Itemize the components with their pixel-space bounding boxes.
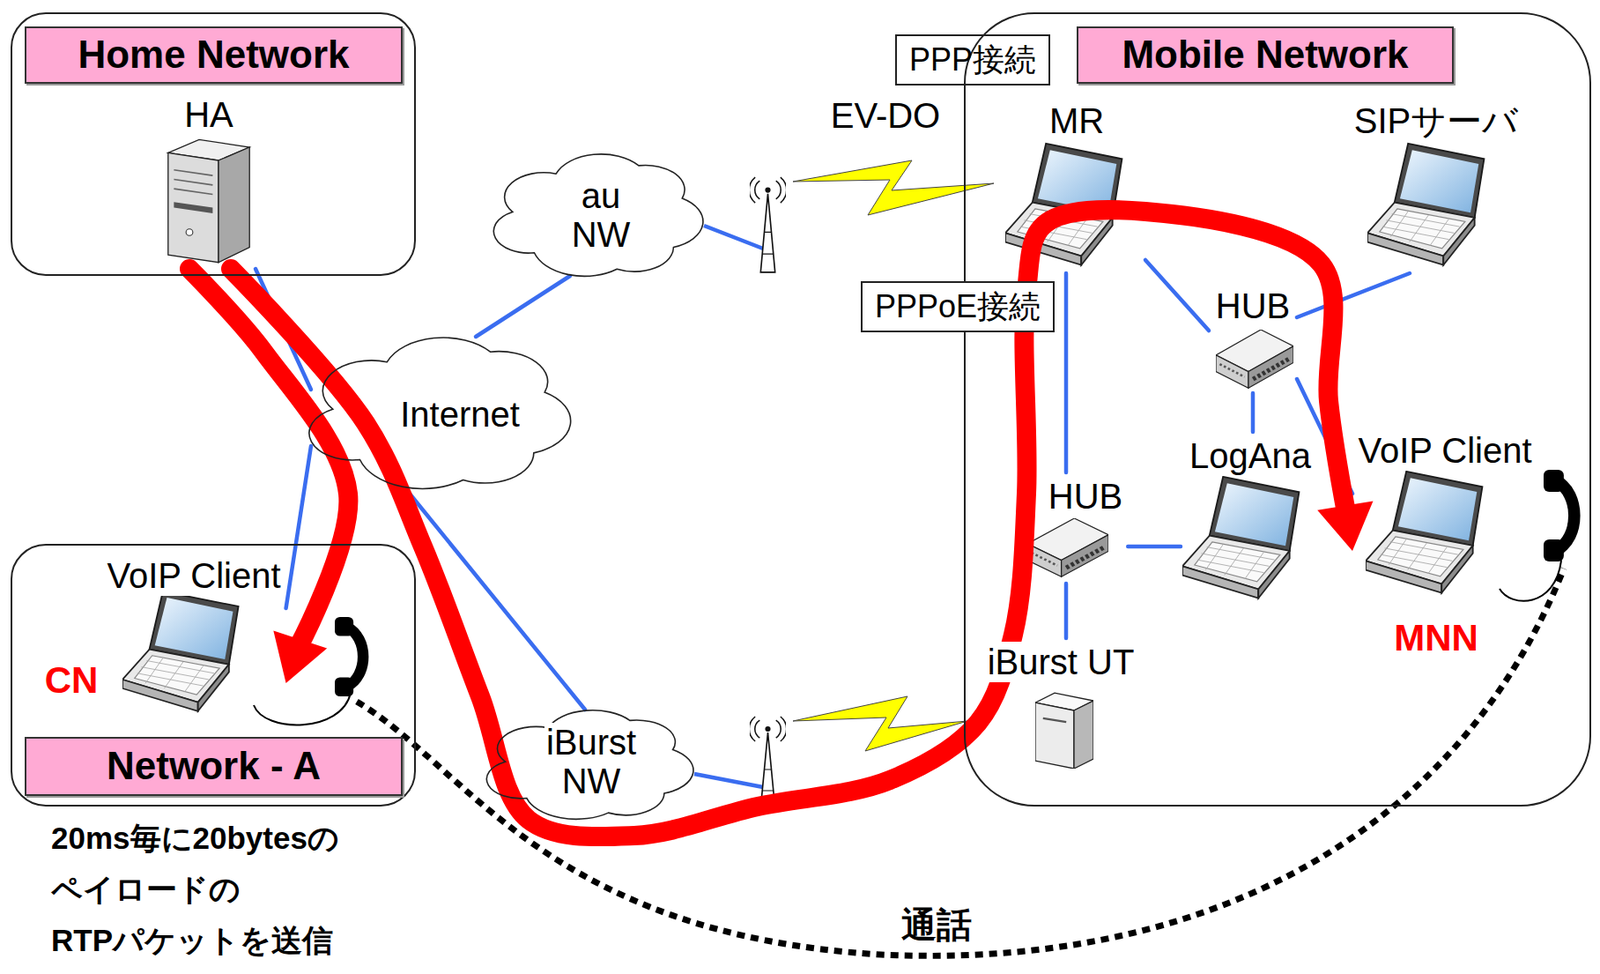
region-title: Network - A: [106, 743, 321, 789]
node-role-label: MNN: [1392, 616, 1481, 660]
network-link: [1251, 392, 1256, 432]
network-link: [1064, 583, 1069, 638]
hub-icon: [1027, 518, 1109, 577]
hub-icon: [1215, 329, 1294, 388]
device-node: LogAna: [1180, 431, 1322, 607]
antenna-icon: [748, 177, 786, 273]
device-node: VoIP ClientCN: [39, 551, 287, 719]
network-link: [405, 488, 586, 710]
connection-label: PPP接続: [909, 41, 1037, 78]
network-link: [286, 445, 312, 608]
cloud-label: iBurst NW: [544, 722, 638, 800]
label-holder: HUB: [1214, 285, 1292, 326]
label-holder: EV-DO: [829, 95, 942, 136]
label-holder: Internet: [398, 394, 522, 434]
region-title: Mobile Network: [1121, 32, 1408, 78]
label-holder: SIPサーバ: [1352, 100, 1520, 141]
device-label: VoIP Client: [104, 555, 282, 596]
label-holder: iBurst NW: [544, 722, 638, 800]
cloud-label: au NW: [570, 176, 633, 254]
network-link: [475, 275, 571, 337]
device-node: iBurst UT: [977, 637, 1144, 774]
label-holder: au NW: [570, 176, 633, 254]
device-label: iBurst UT: [985, 641, 1137, 682]
traffic-note: 20ms毎に20bytesの ペイロードの RTPパケットを送信: [49, 812, 341, 966]
label-holder: HA: [182, 94, 236, 135]
heading-band: Network - A: [24, 736, 403, 796]
label-holder: 通話: [899, 903, 974, 945]
label-holder: iBurst UT: [985, 641, 1137, 682]
label-holder: CN: [43, 659, 101, 702]
device-label: VoIP Client: [1355, 429, 1534, 471]
device-label: MR: [1047, 100, 1106, 141]
label-holder: HUB: [1046, 475, 1125, 517]
cloud-shape: [486, 710, 694, 820]
device-node: MR: [1000, 96, 1146, 274]
phone-cord: [1499, 560, 1562, 601]
antenna-link: [703, 225, 763, 249]
cloud-label: Internet: [398, 394, 522, 434]
label-holder: VoIP Client: [104, 555, 282, 596]
antenna-link: [694, 773, 763, 787]
cloud-shape: [493, 154, 704, 277]
phone-icon: [334, 616, 363, 697]
link-type-label: EV-DO: [829, 95, 942, 136]
server-icon: [168, 139, 250, 262]
call-label: 通話: [899, 903, 974, 945]
label-holder: 20ms毎に20bytesの ペイロードの RTPパケットを送信: [49, 812, 341, 966]
network-link: [1127, 544, 1181, 549]
node-role-label: CN: [43, 659, 101, 702]
call-dotted-curve: [356, 568, 1564, 956]
device-node: VoIP ClientMNN: [1352, 426, 1538, 663]
device-label: HA: [182, 94, 236, 135]
device-label: SIPサーバ: [1352, 100, 1520, 141]
laptop-icon: [1365, 471, 1482, 593]
network-link: [1145, 259, 1209, 331]
connection-box: PPPoE接続: [860, 281, 1055, 332]
network-cloud: iBurst NW: [488, 709, 695, 819]
label-holder: MNN: [1392, 616, 1481, 660]
phone-icon: [1543, 469, 1575, 562]
phone-cord: [253, 692, 351, 725]
device-node: SIPサーバ: [1348, 96, 1524, 274]
label-holder: MR: [1047, 100, 1106, 141]
laptop-icon: [122, 591, 239, 712]
connection-box: PPP接続: [895, 34, 1051, 85]
device-label: HUB: [1046, 475, 1125, 517]
label-holder: LogAna: [1187, 435, 1313, 476]
heading-band: Mobile Network: [1076, 26, 1454, 84]
heading-band: Home Network: [24, 26, 403, 84]
device-label: HUB: [1214, 285, 1292, 326]
label-holder: VoIP Client: [1355, 429, 1534, 471]
network-region: Network - A VoIP ClientCN: [10, 543, 416, 807]
network-link: [1064, 273, 1069, 473]
network-region: Mobile NetworkMR SIPサーバ HUB LogAna VoIP Clie…: [963, 12, 1592, 807]
arrowhead: [1317, 501, 1373, 551]
terminal-icon: [1035, 692, 1094, 769]
device-node: HUB: [1208, 281, 1297, 393]
network-cloud: Internet: [311, 336, 572, 489]
network-link: [1296, 273, 1410, 318]
device-label: LogAna: [1187, 435, 1313, 476]
laptop-icon: [1367, 143, 1484, 266]
arrowhead: [273, 630, 327, 683]
laptop-icon: [1182, 476, 1299, 599]
network-cloud: au NW: [495, 153, 704, 276]
device-node: HA: [151, 90, 267, 269]
region-title: Home Network: [77, 32, 349, 78]
connection-label: PPPoE接続: [874, 288, 1041, 325]
device-node: HUB: [1022, 472, 1128, 584]
network-region: Home NetworkHA: [10, 12, 416, 276]
cloud-shape: [309, 337, 571, 489]
